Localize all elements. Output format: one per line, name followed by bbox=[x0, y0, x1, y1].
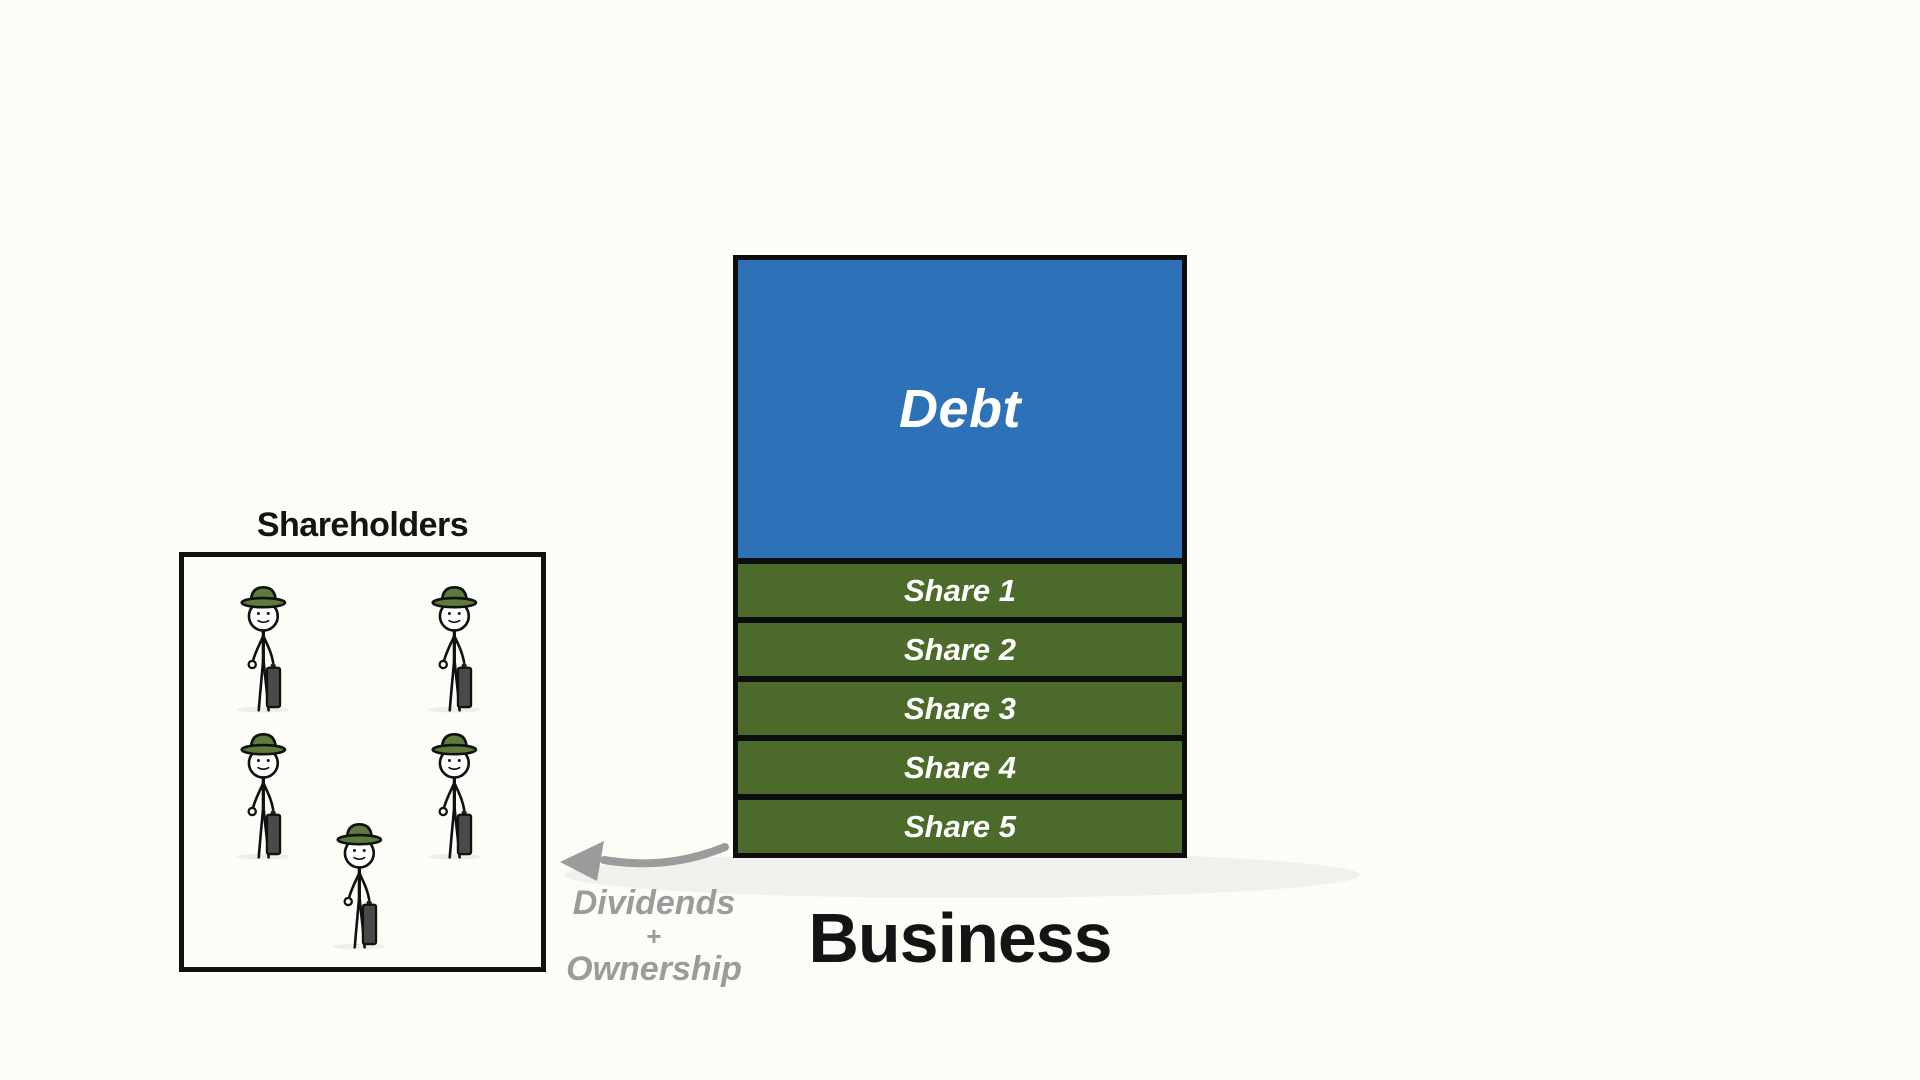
debt-label: Debt bbox=[899, 379, 1021, 439]
shareholders-box bbox=[179, 552, 546, 972]
share-block-1: Share 1 bbox=[738, 564, 1182, 617]
share-label: Share 3 bbox=[903, 690, 1016, 726]
business-label: Business bbox=[808, 899, 1112, 977]
share-label: Share 4 bbox=[903, 749, 1016, 785]
flow-line-plus: + bbox=[646, 921, 662, 951]
share-label: Share 1 bbox=[903, 572, 1016, 608]
share-block-3: Share 3 bbox=[738, 682, 1182, 735]
person-with-hat-and-briefcase-icon bbox=[426, 732, 483, 860]
person-with-hat-and-briefcase-icon bbox=[235, 585, 292, 713]
person-with-hat-and-briefcase-icon bbox=[426, 585, 483, 713]
share-block-2: Share 2 bbox=[738, 623, 1182, 676]
debt-block: Debt bbox=[738, 260, 1182, 558]
business-capital-stack: Debt Share 1 Share 2 Share 3 Share 4 Sha… bbox=[733, 255, 1187, 858]
share-label: Share 2 bbox=[903, 631, 1016, 667]
share-block-5: Share 5 bbox=[738, 800, 1182, 853]
person-with-hat-and-briefcase-icon bbox=[235, 732, 292, 860]
person-with-hat-and-briefcase-icon bbox=[331, 822, 388, 950]
dividends-ownership-label: Dividends + Ownership bbox=[548, 884, 760, 988]
share-block-4: Share 4 bbox=[738, 741, 1182, 794]
shareholders-title: Shareholders bbox=[256, 506, 469, 544]
flow-line-dividends: Dividends bbox=[572, 884, 736, 922]
flow-line-ownership: Ownership bbox=[566, 950, 742, 988]
curved-left-arrow-icon bbox=[560, 841, 729, 881]
share-label: Share 5 bbox=[903, 808, 1016, 844]
